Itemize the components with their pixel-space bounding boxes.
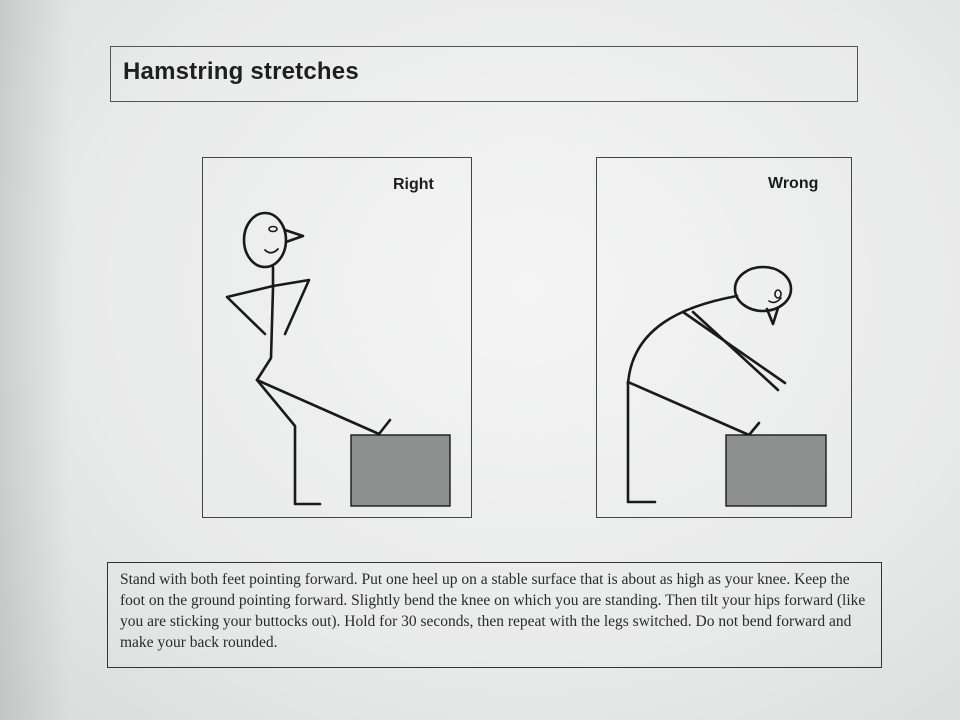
wrong-figure-mouth <box>768 297 782 304</box>
wrong-figure-eye <box>774 289 782 299</box>
instructions-text: Stand with both feet pointing forward. P… <box>120 571 866 651</box>
right-step-box <box>350 434 451 507</box>
wrong-step-box <box>725 434 827 507</box>
title-box: Hamstring stretches <box>110 46 858 102</box>
right-figure-head <box>242 211 288 269</box>
wrong-figure-nose <box>765 306 780 326</box>
wrong-figure-back <box>626 294 739 386</box>
right-figure-smile <box>264 248 279 254</box>
panel-right: Right <box>202 157 472 518</box>
wrong-figure-arm-left <box>681 310 787 385</box>
right-figure-arm-right <box>271 278 311 336</box>
panel-wrong: Wrong <box>596 157 852 518</box>
right-posture-illustration <box>225 211 451 507</box>
panel-wrong-label: Wrong <box>768 175 819 192</box>
right-figure-eye <box>268 225 278 233</box>
panel-right-label: Right <box>393 176 434 193</box>
wrong-figure-standing-leg <box>626 380 657 504</box>
page-title: Hamstring stretches <box>123 58 359 85</box>
right-figure-standing-leg <box>255 378 322 506</box>
wrong-figure-raised-leg <box>626 380 761 437</box>
right-figure-nose <box>283 228 305 244</box>
wrong-posture-illustration <box>626 265 827 507</box>
wrong-figure-arm-right <box>691 310 780 392</box>
right-figure-arm-left <box>225 284 275 336</box>
wrong-figure-head <box>733 265 793 313</box>
instructions-box: Stand with both feet pointing forward. P… <box>107 562 882 668</box>
right-figure-raised-leg <box>255 378 392 436</box>
right-figure-spine <box>255 265 275 382</box>
